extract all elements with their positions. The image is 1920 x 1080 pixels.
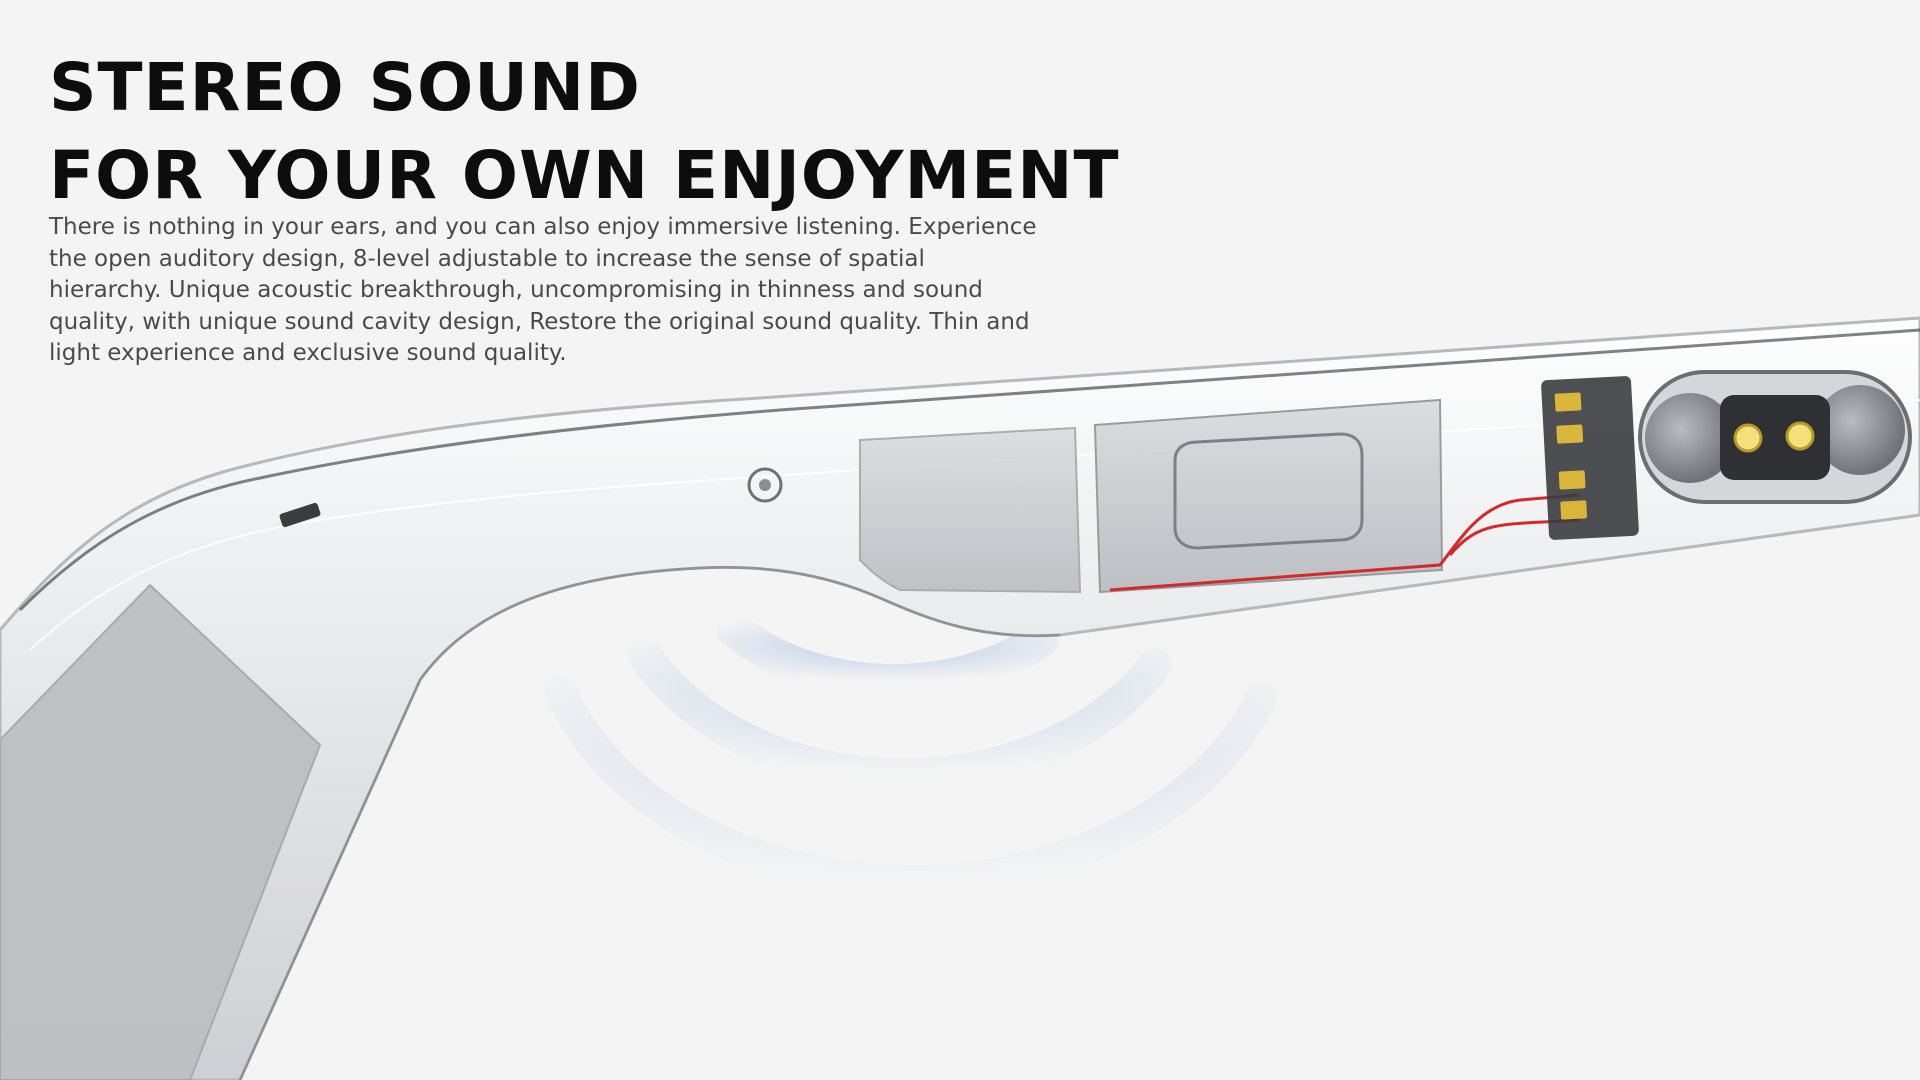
temple-arm <box>0 316 1920 1080</box>
headline-line-2: FOR YOUR OWN ENJOYMENT <box>49 137 1120 214</box>
feature-description: There is nothing in your ears, and you c… <box>49 214 1037 367</box>
headline: STEREO SOUND FOR YOUR OWN ENJOYMENT <box>49 44 1120 220</box>
sound-wave-graphic <box>544 612 1276 897</box>
headline-line-1: STEREO SOUND <box>49 49 641 126</box>
